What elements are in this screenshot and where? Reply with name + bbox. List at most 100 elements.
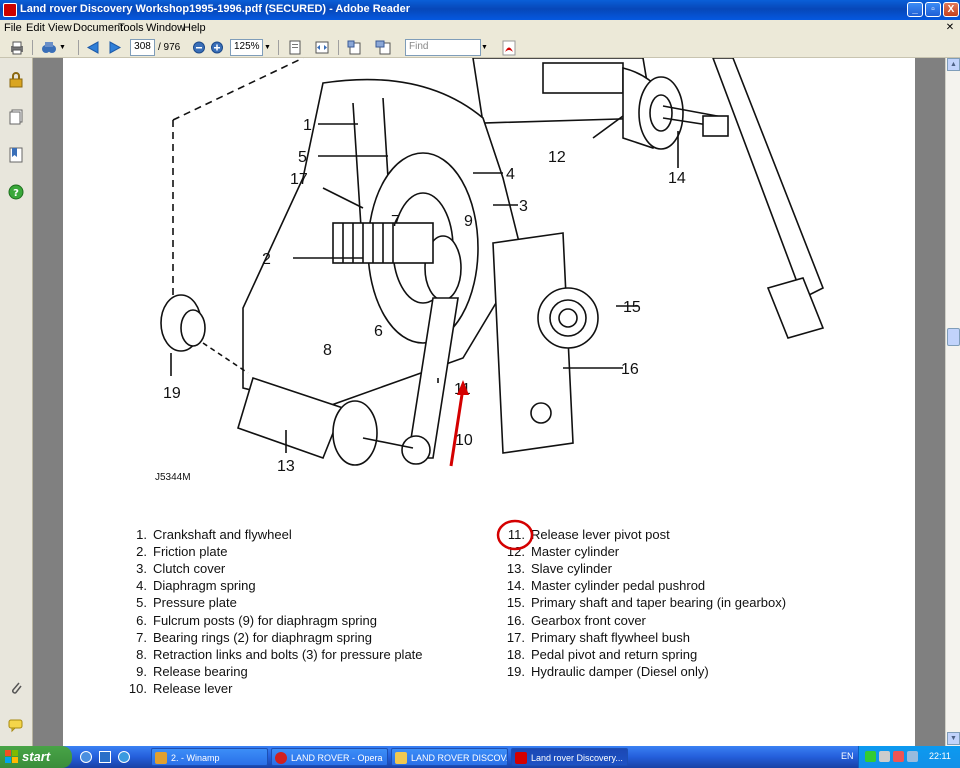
menu-document[interactable]: Document (73, 22, 124, 34)
menu-bar: File Edit View Document Tools Window Hel… (0, 20, 960, 37)
legend-item: Master cylinder (531, 544, 620, 559)
menu-file[interactable]: File (4, 22, 22, 34)
callout-4: 4 (506, 166, 515, 183)
callout-13: 13 (277, 458, 295, 475)
navigation-sidebar: ? (0, 58, 33, 746)
rotate-icon[interactable] (346, 39, 364, 56)
callout-19: 19 (163, 385, 181, 402)
previous-page-icon[interactable] (84, 39, 102, 56)
callout-5: 5 (298, 149, 307, 166)
legend-item: Primary shaft flywheel bush (531, 630, 690, 645)
vertical-scrollbar[interactable]: ▲ ▼ (945, 58, 960, 746)
figure-code: J5344M (155, 472, 191, 483)
quick-launch-browser-icon[interactable] (118, 751, 130, 763)
maximize-button[interactable]: ▫ (925, 2, 941, 17)
legend-item: Gearbox front cover (531, 613, 646, 628)
legend-item: Fulcrum posts (9) for diaphragm spring (153, 613, 377, 628)
scroll-down-icon[interactable]: ▼ (947, 732, 960, 745)
callout-6: 6 (374, 323, 383, 340)
task-folder[interactable]: LAND ROVER DISCOV... (391, 748, 508, 766)
print-icon[interactable] (8, 39, 26, 56)
scrollbar-thumb[interactable] (947, 328, 960, 346)
task-opera[interactable]: LAND ROVER - Opera (271, 748, 388, 766)
winamp-icon (155, 752, 167, 764)
menu-window[interactable]: Window (146, 22, 186, 34)
menu-help[interactable]: Help (183, 22, 206, 34)
page-number-input[interactable]: 308 (130, 39, 155, 56)
legend-item: Pedal pivot and return spring (531, 647, 698, 662)
comments-icon[interactable] (8, 717, 24, 733)
toolbar: ▼ 308 / 976 125% ▼ Find ▼ (0, 37, 960, 58)
legend-item: Pressure plate (153, 595, 237, 610)
folder-icon (395, 752, 407, 764)
callout-1: 1 (303, 117, 312, 134)
legend-item: Release lever (153, 681, 233, 696)
legend-item: Release lever pivot post (531, 527, 670, 542)
search-dropdown-arrow[interactable]: ▼ (59, 44, 66, 51)
callout-15: 15 (623, 299, 641, 316)
callout-9: 9 (464, 213, 473, 230)
help-icon[interactable]: ? (8, 184, 24, 200)
minimize-button[interactable]: _ (907, 2, 923, 17)
menu-view[interactable]: View (48, 22, 72, 34)
legend-item: Master cylinder pedal pushrod (531, 578, 706, 593)
windows-flag-icon (5, 750, 18, 763)
zoom-dropdown-arrow[interactable]: ▼ (264, 44, 271, 51)
legend-item: Clutch cover (153, 561, 226, 576)
legend-item: Release bearing (153, 664, 248, 679)
quick-launch-ie-icon[interactable] (80, 751, 92, 763)
zoom-in-icon[interactable] (208, 39, 226, 56)
bookmarks-icon[interactable] (8, 147, 24, 163)
attachments-paperclip-icon[interactable] (8, 680, 24, 696)
taskbar: start 2. - Winamp LAND ROVER - Opera LAN… (0, 746, 960, 768)
task-adobe-reader[interactable]: Land rover Discovery... (511, 748, 628, 766)
legend-item: Friction plate (153, 544, 228, 559)
opera-icon (275, 752, 287, 764)
clutch-assembly-diagram: 1 2 3 4 5 6 7 8 9 10 11 12 13 14 15 16 1 (155, 58, 825, 483)
red-annotation-arrow (449, 380, 469, 467)
legend-item: Crankshaft and flywheel (153, 527, 292, 542)
svg-text:?: ? (13, 188, 19, 199)
quick-launch-desktop-icon[interactable] (99, 751, 111, 763)
callout-7: 7 (391, 213, 400, 230)
page-layout-icon[interactable] (374, 39, 392, 56)
search-binoculars-icon[interactable] (40, 39, 58, 56)
clock[interactable]: 22:11 (929, 751, 951, 761)
tray-network-icon[interactable] (865, 751, 876, 762)
legend-item: Slave cylinder (531, 561, 612, 576)
fit-page-icon[interactable] (286, 39, 304, 56)
lock-icon[interactable] (8, 72, 24, 88)
document-close-icon[interactable]: ✕ (945, 22, 955, 33)
tray-speaker-icon[interactable] (879, 751, 890, 762)
scroll-up-icon[interactable]: ▲ (947, 58, 960, 71)
pdf-page: 1 2 3 4 5 6 7 8 9 10 11 12 13 14 15 16 1 (63, 58, 915, 746)
pages-icon[interactable] (8, 109, 24, 125)
zoom-out-icon[interactable] (190, 39, 208, 56)
tray-app-icon[interactable] (907, 751, 918, 762)
tray-security-icon[interactable] (893, 751, 904, 762)
start-button[interactable]: start (0, 746, 72, 768)
callout-16: 16 (621, 361, 639, 378)
close-button[interactable]: X (943, 2, 959, 17)
menu-tools[interactable]: Tools (118, 22, 144, 34)
callout-2: 2 (262, 251, 271, 268)
legend-item: Retraction links and bolts (3) for press… (153, 647, 423, 662)
find-dropdown-arrow[interactable]: ▼ (481, 44, 488, 51)
fit-width-icon[interactable] (313, 39, 331, 56)
acrobat-pdf-icon[interactable] (500, 39, 518, 56)
callout-17: 17 (290, 171, 308, 188)
language-indicator[interactable]: EN (841, 751, 854, 761)
zoom-level-input[interactable]: 125% (230, 39, 263, 56)
red-circle-annotation (496, 519, 534, 551)
callout-12: 12 (548, 149, 566, 166)
system-tray: 22:11 (858, 746, 960, 768)
find-input[interactable]: Find (405, 39, 481, 56)
task-winamp[interactable]: 2. - Winamp (151, 748, 268, 766)
legend-item: Hydraulic damper (Diesel only) (531, 664, 709, 679)
title-bar: Land rover Discovery Workshop1995-1996.p… (0, 0, 960, 20)
next-page-icon[interactable] (106, 39, 124, 56)
callout-3: 3 (519, 198, 528, 215)
menu-edit[interactable]: Edit (26, 22, 45, 34)
window-title: Land rover Discovery Workshop1995-1996.p… (20, 3, 410, 15)
